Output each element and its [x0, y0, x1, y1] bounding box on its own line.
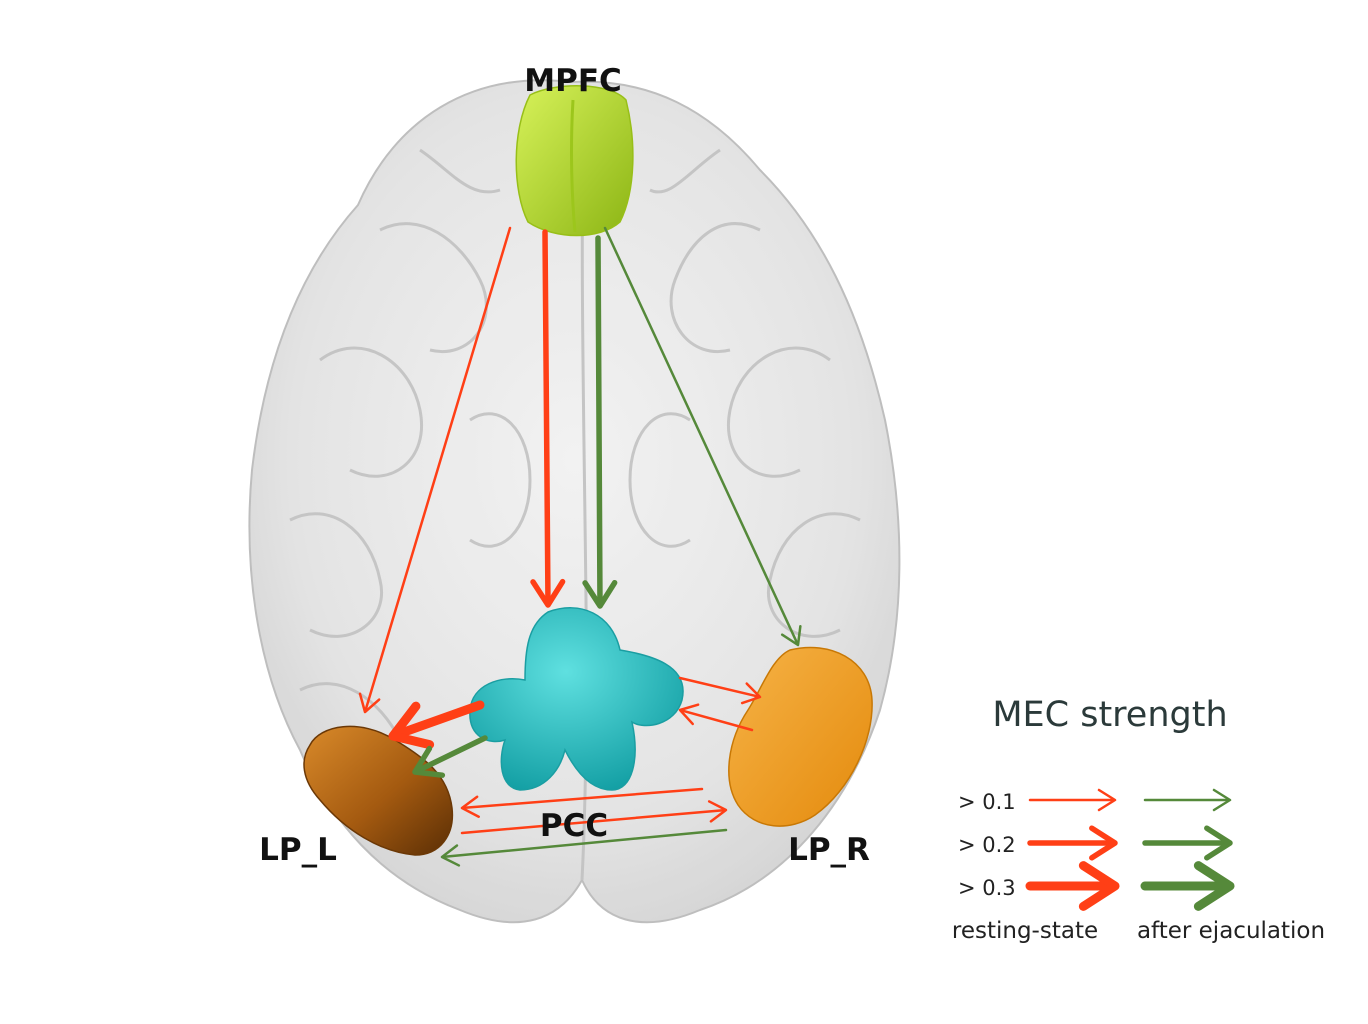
label-lp-l: LP_L: [259, 832, 337, 868]
legend-condition-after: after ejaculation: [1137, 918, 1325, 944]
legend-arrow-after-2: [1142, 825, 1233, 861]
arrow-lp-l-to-lp-r-9: [460, 800, 728, 835]
legend-arrow-resting-1: [1028, 788, 1117, 812]
arrow-pcc-to-lp-l-5: [412, 735, 488, 778]
legend-threshold-3: > 0.3: [958, 876, 1016, 900]
label-lp-r: LP_R: [788, 832, 870, 868]
arrow-mpfc-to-lp-l-0: [358, 226, 512, 714]
region-lp-l-shape: [303, 725, 454, 856]
brain-gyri: [289, 148, 861, 741]
legend-condition-resting: resting-state: [952, 918, 1098, 944]
legend-arrow-after-1: [1143, 788, 1232, 812]
arrow-mpfc-to-pcc-2: [582, 235, 618, 609]
legend-threshold-2: > 0.2: [958, 833, 1016, 857]
legend-arrow-resting-3: [1025, 861, 1120, 911]
arrow-pcc-to-lp-l-4: [388, 700, 485, 750]
legend-arrows: [1025, 788, 1235, 911]
label-mpfc: MPFC: [524, 63, 622, 99]
arrow-lp-r-to-lp-l-8: [460, 787, 704, 818]
arrow-mpfc-to-pcc-1: [530, 229, 566, 608]
arrow-lp-r-to-lp-l-10: [440, 828, 728, 867]
legend-threshold-1: > 0.1: [958, 790, 1016, 814]
arrow-pcc-to-lp-r-6: [678, 676, 762, 705]
legend-arrow-resting-2: [1027, 825, 1118, 861]
arrow-mpfc-to-lp-r-3: [603, 226, 802, 647]
label-pcc: PCC: [540, 808, 608, 844]
region-lp-r-shape: [728, 646, 873, 827]
arrow-lp-r-to-pcc-7: [678, 703, 754, 732]
legend: MEC strength > 0.1 > 0.2 > 0.3 resting-s…: [952, 695, 1325, 944]
region-mpfc-shape: [515, 85, 634, 237]
legend-title: MEC strength: [992, 695, 1227, 735]
region-pcc-shape: [469, 607, 684, 791]
legend-arrow-after-3: [1140, 861, 1235, 911]
connection-arrows: [358, 226, 802, 867]
